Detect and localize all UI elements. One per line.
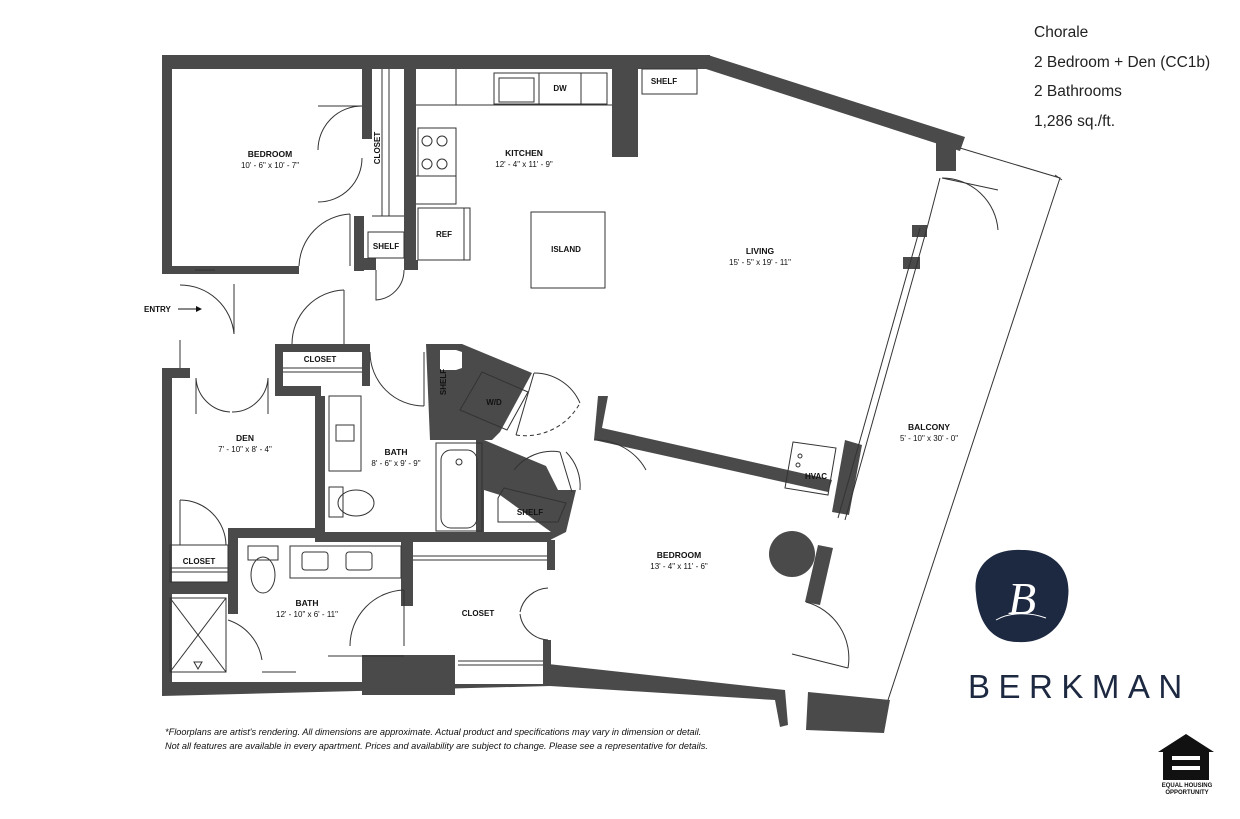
brand-name: BERKMAN: [968, 668, 1191, 705]
kitchen-dims: 12' - 4" x 11' - 9": [495, 160, 553, 169]
cooktop: [421, 135, 448, 170]
closet-bed1-label: CLOSET: [373, 132, 382, 165]
bath1-name: BATH: [385, 447, 408, 457]
hvac-label: HVAC: [805, 472, 827, 481]
kitchen-name: KITCHEN: [505, 148, 543, 158]
wd-label: W/D: [486, 398, 502, 407]
unit-info: Chorale 2 Bedroom + Den (CC1b) 2 Bathroo…: [1034, 18, 1210, 136]
closet-bed2-label: CLOSET: [462, 609, 495, 618]
balcony-dims: 5' - 10" x 30' - 0": [900, 434, 958, 443]
bedroom2-dims: 13' - 4" x 11' - 6": [650, 562, 708, 571]
bath2-name: BATH: [296, 598, 319, 608]
island-label: ISLAND: [551, 245, 581, 254]
shelf-wd-label: SHELF: [439, 369, 448, 395]
bath1-dims: 8' - 6" x 9' - 9": [371, 459, 420, 468]
disclaimer-line-1: *Floorplans are artist's rendering. All …: [165, 727, 702, 737]
equal-housing-text: EQUAL HOUSING OPPORTUNITY: [1150, 783, 1224, 797]
entry-label: ENTRY: [144, 305, 171, 314]
bedroom1-name: BEDROOM: [248, 149, 292, 159]
closet-den-label: CLOSET: [183, 557, 216, 566]
living-dims: 15' - 5" x 19' - 11": [729, 258, 791, 267]
shelf-bed2-label: SHELF: [517, 508, 543, 517]
closet-hall-label: CLOSET: [304, 355, 337, 364]
property-name: Chorale: [1034, 24, 1089, 41]
ref-label: REF: [436, 230, 452, 239]
equal-housing-line-1: EQUAL HOUSING: [1161, 783, 1213, 789]
shower-drain-icon: [193, 661, 203, 671]
door-swings: [179, 105, 999, 669]
entry-arrow-icon: [178, 306, 202, 312]
dw-label: DW: [553, 84, 567, 93]
equal-housing-line-2: OPPORTUNITY: [1165, 790, 1209, 796]
bathroom-count: 2 Bathrooms: [1034, 83, 1122, 100]
living-name: LIVING: [746, 246, 775, 256]
bath2-dims: 12' - 10" x 6' - 11": [276, 610, 338, 619]
bedroom1-dims: 10' - 6" x 10' - 7": [241, 161, 299, 170]
monogram-letter: B: [1008, 573, 1036, 624]
shelf-hall-label: SHELF: [373, 242, 399, 251]
den-name: DEN: [236, 433, 254, 443]
unit-type: 2 Bedroom + Den (CC1b): [1034, 53, 1211, 71]
outlines: [169, 68, 1063, 701]
balcony-name: BALCONY: [908, 422, 950, 432]
brand-monogram: B: [975, 549, 1069, 643]
shelf-kitchen-label: SHELF: [651, 77, 677, 86]
disclaimer-line-2: Not all features are available in every …: [165, 741, 708, 751]
equal-housing-icon: [1158, 734, 1214, 780]
wd-hollow: [440, 350, 462, 370]
room-labels: BEDROOM 10' - 6" x 10' - 7" KITCHEN 12' …: [183, 77, 958, 619]
unit-area: 1,286 sq./ft.: [1034, 112, 1115, 130]
bedroom2-name: BEDROOM: [657, 550, 701, 560]
interior-walls: [162, 69, 832, 685]
den-dims: 7' - 10" x 8' - 4": [218, 445, 272, 454]
disclaimer: *Floorplans are artist's rendering. All …: [165, 725, 805, 753]
